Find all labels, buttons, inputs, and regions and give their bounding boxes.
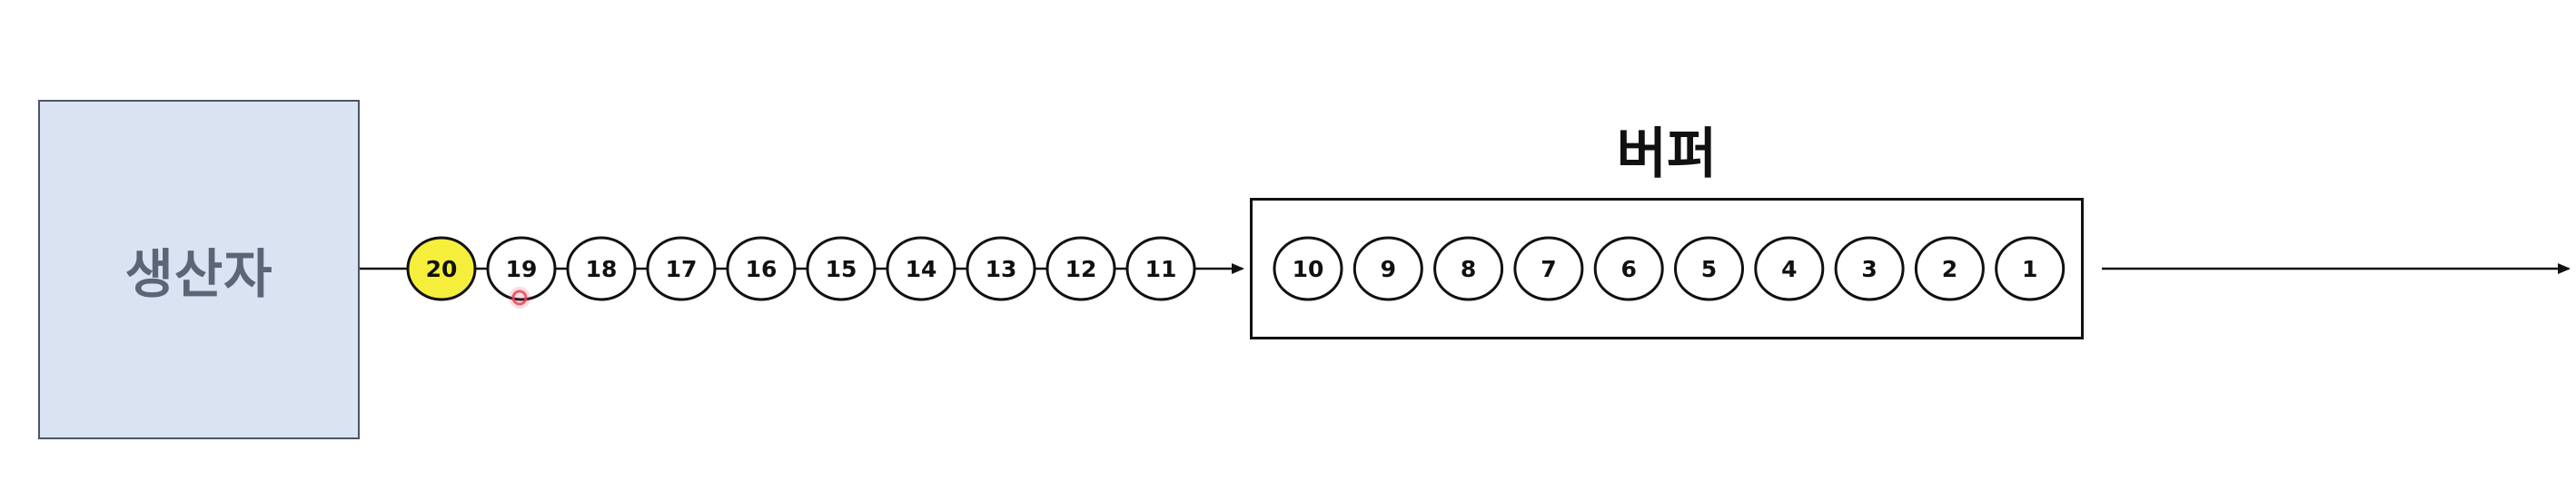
item-circle — [726, 236, 797, 301]
item-label: 10 — [1293, 256, 1324, 282]
queue-item: 16 — [726, 236, 797, 301]
item-circle — [1352, 236, 1423, 301]
item-circle — [1433, 236, 1504, 301]
buffer-item: 4 — [1754, 236, 1825, 301]
item-circle — [1754, 236, 1825, 301]
item-label: 3 — [1861, 256, 1877, 282]
item-label: 4 — [1781, 256, 1797, 282]
item-label: 5 — [1701, 256, 1717, 282]
item-circle — [646, 236, 717, 301]
queue-item: 17 — [646, 236, 717, 301]
item-circle — [486, 236, 557, 301]
buffer-item: 10 — [1273, 236, 1343, 301]
buffer-item: 6 — [1593, 236, 1664, 301]
buffer-item: 3 — [1834, 236, 1905, 301]
item-label: 6 — [1620, 256, 1636, 282]
producer-box: 생산자 — [38, 100, 360, 439]
buffer-item: 5 — [1674, 236, 1744, 301]
item-circle — [966, 236, 1036, 301]
item-label: 19 — [506, 256, 538, 282]
buffer-box — [1250, 198, 2084, 339]
queue-item: 18 — [566, 236, 637, 301]
item-circle — [1593, 236, 1664, 301]
item-label: 15 — [826, 256, 857, 282]
mouse-cursor-icon — [511, 290, 528, 306]
item-circle — [1995, 236, 2066, 301]
item-circle — [1674, 236, 1744, 301]
queue-item: 15 — [806, 236, 877, 301]
queue-item: 11 — [1125, 236, 1196, 301]
item-label: 11 — [1145, 256, 1177, 282]
buffer-item: 7 — [1513, 236, 1584, 301]
item-label: 2 — [1942, 256, 1957, 282]
item-label: 7 — [1541, 256, 1556, 282]
buffer-item: 9 — [1352, 236, 1423, 301]
item-circle — [806, 236, 877, 301]
item-label: 17 — [666, 256, 698, 282]
item-label: 18 — [586, 256, 618, 282]
highlighted-item-circle — [406, 236, 477, 301]
queue-item: 14 — [886, 236, 956, 301]
item-label: 20 — [426, 256, 458, 282]
queue-item: 20 — [406, 236, 477, 301]
buffer-items: 10 9 8 7 6 5 4 3 2 1 — [1273, 236, 2066, 301]
item-label: 8 — [1461, 256, 1476, 282]
buffer-item: 8 — [1433, 236, 1504, 301]
item-circle — [1513, 236, 1584, 301]
item-circle — [1273, 236, 1343, 301]
item-label: 1 — [2022, 256, 2037, 282]
queue-items: 20 19 18 17 16 15 14 13 12 11 — [406, 236, 1196, 301]
producer-label: 생산자 — [124, 243, 273, 305]
item-circle — [1045, 236, 1116, 301]
item-circle — [1125, 236, 1196, 301]
queue-item: 19 — [486, 236, 557, 301]
item-label: 12 — [1065, 256, 1097, 282]
buffer-item: 1 — [1995, 236, 2066, 301]
item-circle — [886, 236, 956, 301]
cursor-indicator — [509, 287, 530, 309]
buffer-item: 2 — [1914, 236, 1985, 301]
item-label: 9 — [1381, 256, 1396, 282]
queue-item: 12 — [1045, 236, 1116, 301]
item-label: 13 — [986, 256, 1017, 282]
item-label: 16 — [746, 256, 778, 282]
item-circle — [1914, 236, 1985, 301]
cursor-halo — [509, 287, 530, 309]
item-circle — [566, 236, 637, 301]
item-label: 14 — [906, 256, 937, 282]
item-circle — [1834, 236, 1905, 301]
queue-item: 13 — [966, 236, 1036, 301]
buffer-title: 버퍼 — [1616, 123, 1718, 186]
